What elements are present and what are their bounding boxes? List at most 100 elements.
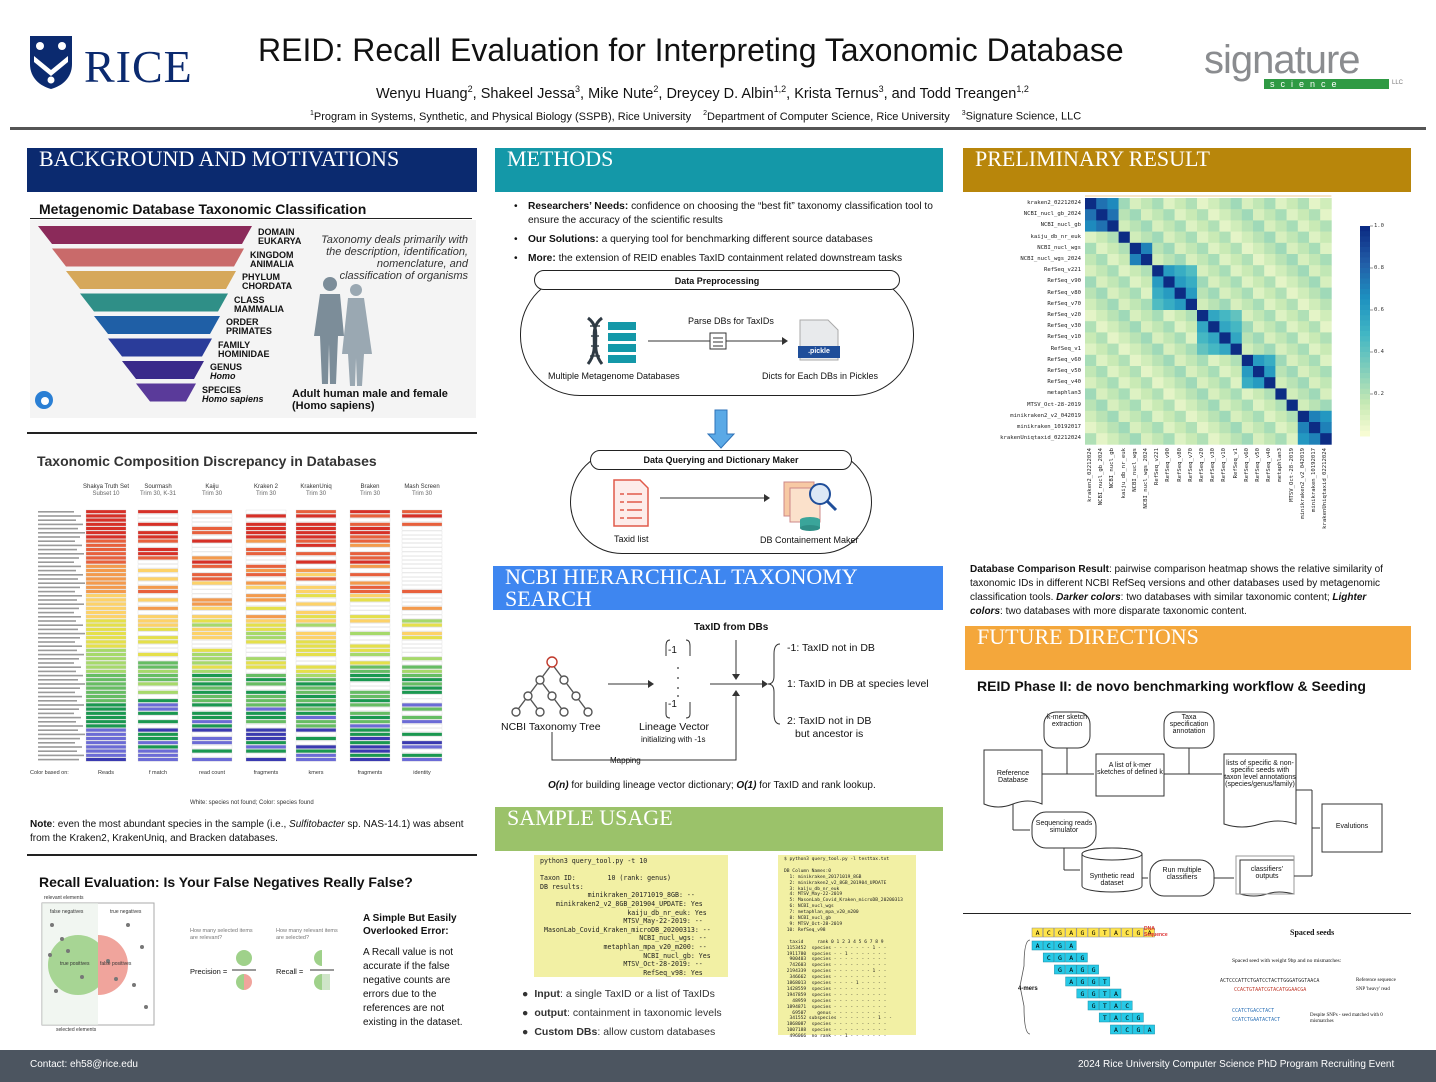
heatmap-cell: [1163, 366, 1175, 378]
species-label-mark: [38, 687, 80, 689]
heatmap-cell: [1152, 410, 1164, 423]
heatmap-cell: [1230, 332, 1243, 344]
heatmap-cell: [1297, 198, 1310, 210]
heatmap-cell: [1174, 422, 1187, 434]
pyramid-band: [122, 361, 204, 379]
species-cell: [349, 560, 391, 564]
heatmap-cell: [1275, 231, 1287, 244]
colorbar-segment: [1360, 367, 1370, 374]
species-cell: [245, 623, 287, 627]
heatmap-row-label: minikraken2_v2_042019: [1010, 412, 1081, 419]
section-title: SAMPLE USAGE: [507, 805, 673, 830]
note-species: Sulfitobacter: [289, 819, 345, 830]
species-cell: [349, 677, 391, 682]
heatmap-col-label: RefSeq_v80: [1176, 448, 1183, 483]
heatmap-cell: [1309, 433, 1321, 445]
species-cell: [295, 572, 337, 577]
species-cell: [245, 581, 287, 585]
heatmap-cell: [1118, 332, 1131, 344]
heatmap-cell: [1241, 354, 1254, 367]
species-cell: [349, 631, 391, 636]
heatmap-cell: [1197, 354, 1209, 367]
colorbar-segment: [1360, 404, 1370, 411]
species-cell: [401, 572, 443, 577]
species-cell: [401, 635, 443, 640]
species-cell: [245, 728, 287, 732]
heatmap-cell: [1264, 377, 1276, 389]
species-cell: [191, 669, 233, 674]
species-cell: [401, 577, 443, 581]
species-cell: [295, 728, 337, 732]
species-cell: [137, 602, 179, 606]
colorbar-segment: [1360, 378, 1370, 384]
heatmap-row-label: RefSeq_v80: [1047, 289, 1081, 296]
heatmap-cell: [1253, 209, 1265, 221]
heatmap-col-label: RefSeq_v20: [1199, 448, 1205, 483]
kmer-cell: [1076, 976, 1088, 987]
heatmap-cell: [1174, 377, 1187, 389]
heatmap-cell: [1264, 287, 1276, 300]
species-label-mark: [38, 557, 79, 559]
species-cell: [245, 543, 287, 548]
species-cell: [85, 665, 127, 669]
poster-footer: Contact: eh58@rice.edu 2024 Rice Univers…: [0, 1050, 1436, 1082]
species-cell: [295, 640, 337, 644]
species-cell: [401, 560, 443, 564]
species-cell: [137, 577, 179, 581]
species-cell: [85, 543, 127, 548]
heatmap-cell: [1297, 343, 1310, 356]
affiliation-mark: 2: [703, 110, 708, 117]
kmer-cell: [1098, 988, 1111, 999]
species-label-mark: [38, 712, 74, 715]
species-label-mark: [38, 561, 74, 563]
heatmap-cell: [1197, 242, 1209, 255]
heatmap-cell: [1085, 388, 1097, 400]
species-cell: [191, 724, 233, 728]
heatmap-cell: [1275, 321, 1287, 333]
heatmap-col-label: NCBI_nucl_wgs_2024: [1143, 448, 1149, 510]
heatmap-cell: [1320, 410, 1332, 423]
species-cell: [191, 711, 233, 716]
heatmap-cell: [1163, 220, 1175, 232]
heatmap-cell: [1197, 343, 1209, 356]
heatmap-cell: [1320, 231, 1332, 244]
species-cell: [245, 631, 287, 636]
heatmap-cell: [1118, 343, 1131, 356]
heatmap-cell: [1197, 422, 1209, 434]
kmer-base: A: [1069, 978, 1073, 986]
species-cell: [401, 719, 443, 724]
dna-base-cell: [1042, 927, 1055, 938]
species-cell: [137, 640, 179, 644]
heatmap-cell: [1096, 332, 1108, 344]
heatmap-cell: [1241, 298, 1254, 311]
dna-base: A: [1069, 929, 1073, 937]
heatmap-cell: [1309, 388, 1321, 400]
heatmap-col-label: NCBI_nucl_gb: [1109, 448, 1116, 489]
species-cell: [401, 539, 443, 543]
species-cell: [295, 749, 337, 753]
poster-title: REID: Recall Evaluation for Interpreting…: [258, 32, 1124, 68]
heatmap-cell: [1297, 287, 1310, 300]
heatmap-cell: [1085, 377, 1097, 389]
heatmap-cell: [1107, 388, 1119, 400]
species-cell: [85, 745, 127, 749]
heatmap-cell: [1253, 377, 1265, 389]
species-label-mark: [38, 536, 80, 538]
species-cell: [137, 614, 179, 619]
species-cell: [401, 581, 443, 585]
heatmap-cell: [1174, 287, 1187, 300]
heatmap-cell: [1297, 354, 1310, 367]
note-label: Note: [30, 819, 53, 830]
kmer-cell: [1098, 1000, 1111, 1011]
node-classifier-outputs: classifiers’ outputs: [1250, 866, 1284, 880]
species-cell: [85, 623, 127, 627]
species-cell: [137, 589, 179, 594]
heatmap-cell: [1309, 242, 1321, 255]
heatmap-cell: [1085, 242, 1097, 255]
heatmap-cell: [1297, 433, 1310, 445]
species-cell: [295, 547, 337, 552]
species-cell: [401, 682, 443, 686]
species-cell: [295, 652, 337, 657]
heatmap-cell: [1230, 433, 1243, 445]
